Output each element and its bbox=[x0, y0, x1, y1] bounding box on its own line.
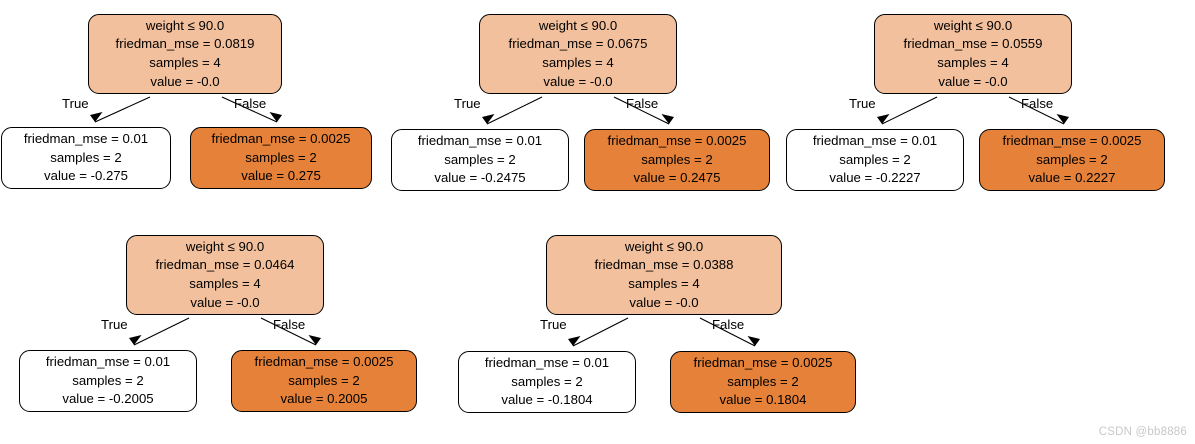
tree-1-root-value: value = -0.0 bbox=[150, 73, 220, 89]
tree-1-false-label: False bbox=[234, 96, 267, 111]
tree-5-root-value: value = -0.0 bbox=[629, 294, 699, 310]
tree-4-root-value: value = -0.0 bbox=[190, 294, 260, 310]
tree-5-leaf-false[interactable]: friedman_mse = 0.0025 samples = 2 value … bbox=[670, 351, 856, 413]
tree-2-leaf-false-value: value = 0.2475 bbox=[633, 170, 721, 186]
tree-5-root-criterion: friedman_mse = 0.0388 bbox=[594, 257, 734, 273]
tree-5-root-node[interactable]: weight ≤ 90.0 friedman_mse = 0.0388 samp… bbox=[546, 235, 782, 315]
tree-4-leaf-false-value: value = 0.2005 bbox=[280, 391, 368, 407]
tree-3-leaf-false-criterion: friedman_mse = 0.0025 bbox=[1002, 133, 1142, 149]
tree-2-leaf-false-criterion: friedman_mse = 0.0025 bbox=[607, 133, 747, 149]
tree-3-root-samples: samples = 4 bbox=[937, 55, 1009, 70]
tree-3-root-value: value = -0.0 bbox=[938, 73, 1008, 89]
tree-5-true-label: True bbox=[540, 317, 567, 332]
tree-4-leaf-true-value: value = -0.2005 bbox=[62, 391, 154, 407]
tree-2-true-label: True bbox=[454, 96, 481, 111]
tree-3-root-criterion: friedman_mse = 0.0559 bbox=[903, 36, 1043, 52]
tree-5-leaf-true[interactable]: friedman_mse = 0.01 samples = 2 value = … bbox=[458, 351, 636, 413]
tree-3-leaf-true-criterion: friedman_mse = 0.01 bbox=[812, 133, 938, 149]
tree-5-leaf-true-criterion: friedman_mse = 0.01 bbox=[484, 355, 610, 371]
tree-1-leaf-true-value: value = -0.275 bbox=[44, 168, 128, 184]
tree-2-root-value: value = -0.0 bbox=[543, 73, 613, 89]
tree-3-root-node[interactable]: weight ≤ 90.0 friedman_mse = 0.0559 samp… bbox=[874, 14, 1072, 94]
tree-4-leaf-false[interactable]: friedman_mse = 0.0025 samples = 2 value … bbox=[231, 350, 417, 412]
tree-4-leaf-true-samples: samples = 2 bbox=[72, 372, 144, 388]
tree-3-leaf-false-value: value = 0.2227 bbox=[1028, 170, 1116, 186]
tree-1-leaf-true-samples: samples = 2 bbox=[50, 149, 122, 165]
tree-2-leaf-true-criterion: friedman_mse = 0.01 bbox=[417, 133, 543, 149]
tree-5-root-condition: weight ≤ 90.0 bbox=[624, 238, 704, 254]
tree-3-root-condition: weight ≤ 90.0 bbox=[933, 17, 1013, 33]
tree-2-leaf-false[interactable]: friedman_mse = 0.0025 samples = 2 value … bbox=[584, 129, 770, 191]
tree-1-root-criterion: friedman_mse = 0.0819 bbox=[115, 36, 255, 52]
tree-3-leaf-false-samples: samples = 2 bbox=[1036, 151, 1108, 167]
decision-tree-4: weight ≤ 90.0 friedman_mse = 0.0464 samp… bbox=[18, 222, 418, 422]
tree-1-leaf-false-criterion: friedman_mse = 0.0025 bbox=[211, 131, 351, 147]
decision-tree-1: weight ≤ 90.0 friedman_mse = 0.0819 samp… bbox=[0, 0, 372, 205]
tree-4-root-node[interactable]: weight ≤ 90.0 friedman_mse = 0.0464 samp… bbox=[126, 235, 324, 315]
tree-3-leaf-true-samples: samples = 2 bbox=[839, 151, 911, 167]
tree-4-leaf-true-criterion: friedman_mse = 0.01 bbox=[45, 354, 171, 370]
tree-3-leaf-true-value: value = -0.2227 bbox=[829, 170, 921, 186]
tree-2-root-condition: weight ≤ 90.0 bbox=[538, 17, 618, 33]
tree-1-leaf-false[interactable]: friedman_mse = 0.0025 samples = 2 value … bbox=[190, 127, 372, 189]
tree-4-root-condition: weight ≤ 90.0 bbox=[185, 238, 265, 254]
tree-5-root-samples: samples = 4 bbox=[628, 276, 700, 291]
tree-5-leaf-false-criterion: friedman_mse = 0.0025 bbox=[693, 355, 833, 371]
tree-2-leaf-true-value: value = -0.2475 bbox=[434, 170, 526, 186]
tree-4-leaf-true[interactable]: friedman_mse = 0.01 samples = 2 value = … bbox=[19, 350, 197, 412]
tree-5-leaf-true-samples: samples = 2 bbox=[511, 373, 583, 389]
tree-3-false-label: False bbox=[1021, 96, 1054, 111]
tree-5-leaf-false-value: value = 0.1804 bbox=[719, 392, 807, 408]
tree-2-root-node[interactable]: weight ≤ 90.0 friedman_mse = 0.0675 samp… bbox=[479, 14, 677, 94]
tree-2-leaf-true[interactable]: friedman_mse = 0.01 samples = 2 value = … bbox=[391, 129, 569, 191]
tree-2-false-label: False bbox=[626, 96, 659, 111]
tree-5-false-label: False bbox=[712, 317, 745, 332]
tree-5-leaf-false-samples: samples = 2 bbox=[727, 373, 799, 389]
tree-1-leaf-false-value: value = 0.275 bbox=[241, 168, 321, 184]
tree-1-true-label: True bbox=[62, 96, 89, 111]
tree-1-root-node[interactable]: weight ≤ 90.0 friedman_mse = 0.0819 samp… bbox=[88, 14, 282, 94]
tree-4-leaf-false-criterion: friedman_mse = 0.0025 bbox=[254, 354, 394, 370]
decision-tree-2: weight ≤ 90.0 friedman_mse = 0.0675 samp… bbox=[390, 0, 770, 205]
tree-1-leaf-true-criterion: friedman_mse = 0.01 bbox=[23, 131, 149, 147]
tree-3-leaf-false[interactable]: friedman_mse = 0.0025 samples = 2 value … bbox=[979, 129, 1165, 191]
tree-3-true-label: True bbox=[849, 96, 876, 111]
tree-2-root-samples: samples = 4 bbox=[542, 55, 614, 70]
tree-1-root-condition: weight ≤ 90.0 bbox=[145, 17, 225, 33]
tree-4-true-label: True bbox=[101, 317, 128, 332]
tree-3-leaf-true[interactable]: friedman_mse = 0.01 samples = 2 value = … bbox=[786, 129, 964, 191]
tree-1-leaf-false-samples: samples = 2 bbox=[245, 149, 317, 165]
tree-1-leaf-true[interactable]: friedman_mse = 0.01 samples = 2 value = … bbox=[1, 127, 171, 189]
tree-4-false-label: False bbox=[273, 317, 306, 332]
tree-2-root-criterion: friedman_mse = 0.0675 bbox=[508, 36, 648, 52]
tree-2-leaf-true-samples: samples = 2 bbox=[444, 151, 516, 167]
watermark: CSDN @bb8886 bbox=[1098, 426, 1187, 438]
tree-1-root-samples: samples = 4 bbox=[149, 55, 221, 70]
decision-tree-5: weight ≤ 90.0 friedman_mse = 0.0388 samp… bbox=[448, 222, 878, 422]
tree-4-leaf-false-samples: samples = 2 bbox=[288, 372, 360, 388]
tree-2-leaf-false-samples: samples = 2 bbox=[641, 151, 713, 167]
tree-4-root-criterion: friedman_mse = 0.0464 bbox=[155, 257, 295, 273]
tree-5-leaf-true-value: value = -0.1804 bbox=[501, 392, 593, 408]
decision-tree-3: weight ≤ 90.0 friedman_mse = 0.0559 samp… bbox=[785, 0, 1165, 205]
tree-4-root-samples: samples = 4 bbox=[189, 276, 261, 291]
